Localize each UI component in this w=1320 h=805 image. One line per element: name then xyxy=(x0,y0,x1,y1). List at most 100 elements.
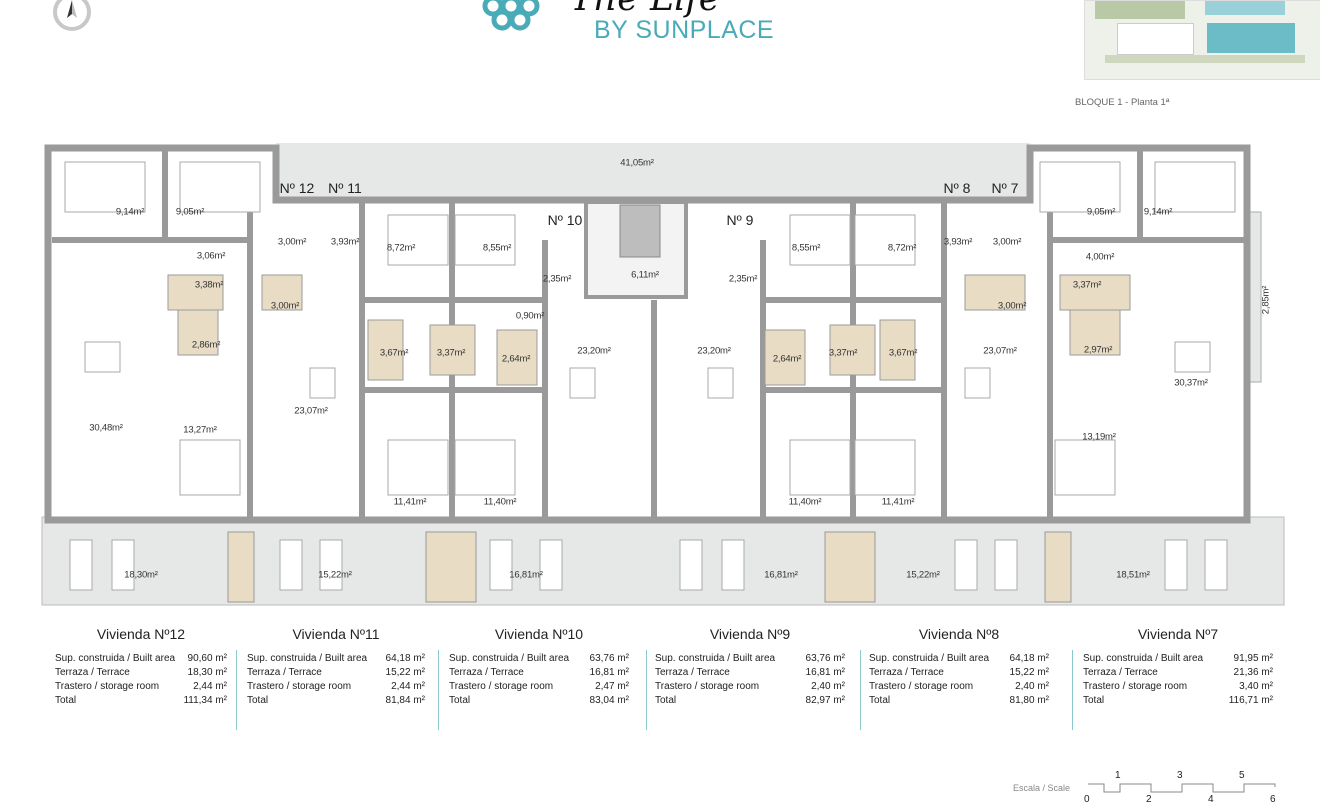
room-area-label: 3,93m² xyxy=(330,236,360,248)
room-area-label: 18,51m² xyxy=(1116,569,1150,581)
bathrooms xyxy=(167,274,1131,386)
unit-title: Vivienda Nº8 xyxy=(918,626,1000,642)
summary-row: Sup. construida / Built area 64,18 m² xyxy=(869,652,1049,666)
row-value: 91,95 m² xyxy=(1233,653,1273,664)
room-area-label: 8,55m² xyxy=(482,242,512,254)
row-label: Sup. construida / Built area xyxy=(655,653,776,664)
unit-title: Vivienda Nº12 xyxy=(96,626,186,642)
room-area-label: 11,41m² xyxy=(393,496,427,508)
row-value: 83,04 m² xyxy=(589,695,629,706)
row-value: 116,71 m² xyxy=(1228,695,1273,706)
row-value: 64,18 m² xyxy=(1009,653,1049,664)
room-area-label: 3,37m² xyxy=(436,347,466,359)
room-area-label: 2,85m² xyxy=(1260,285,1272,315)
summary-row: Trastero / storage room 2,47 m² xyxy=(449,680,629,694)
room-area-label: 23,20m² xyxy=(697,345,731,357)
summary-row: Sup. construida / Built area 63,76 m² xyxy=(655,652,845,666)
unit-number: Nº 7 xyxy=(991,180,1019,196)
row-label: Trastero / storage room xyxy=(869,681,974,692)
unit-title: Vivienda Nº11 xyxy=(292,626,380,642)
room-area-label: 0,90m² xyxy=(515,310,545,322)
row-value: 2,44 m² xyxy=(193,681,227,692)
divider xyxy=(860,650,861,730)
site-plan-caption: BLOQUE 1 - Planta 1ª xyxy=(1075,97,1170,108)
row-value: 111,34 m² xyxy=(183,695,227,706)
summary-row: Total 116,71 m² xyxy=(1083,694,1273,708)
room-area-label: 2,35m² xyxy=(542,273,572,285)
row-value: 81,80 m² xyxy=(1009,695,1049,706)
row-value: 64,18 m² xyxy=(385,653,425,664)
roof-terrace xyxy=(276,143,1030,201)
room-area-label: 18,30m² xyxy=(124,569,158,581)
divider xyxy=(646,650,647,730)
row-value: 63,76 m² xyxy=(805,653,845,664)
row-label: Trastero / storage room xyxy=(1083,681,1188,692)
row-label: Terraza / Terrace xyxy=(55,667,130,678)
row-value: 2,47 m² xyxy=(595,681,629,692)
row-value: 16,81 m² xyxy=(805,667,845,678)
row-label: Total xyxy=(449,695,471,706)
room-area-label: 16,81m² xyxy=(509,569,543,581)
summary-row: Total 81,80 m² xyxy=(869,694,1049,708)
room-area-label: 9,05m² xyxy=(175,206,205,218)
room-area-label: 3,38m² xyxy=(194,279,224,291)
room-area-label: 13,19m² xyxy=(1082,431,1116,443)
room-area-label: 9,14m² xyxy=(115,206,145,218)
summary-row: Terraza / Terrace 18,30 m² xyxy=(55,666,227,680)
row-label: Total xyxy=(55,695,77,706)
unit-number: Nº 11 xyxy=(328,180,362,196)
room-area-label: 3,93m² xyxy=(943,236,973,248)
room-area-label: 2,64m² xyxy=(772,353,802,365)
row-value: 3,40 m² xyxy=(1239,681,1273,692)
row-value: 18,30 m² xyxy=(187,667,227,678)
room-area-label: 16,81m² xyxy=(764,569,798,581)
row-label: Total xyxy=(869,695,891,706)
summary-row: Total 111,34 m² xyxy=(55,694,227,708)
row-label: Sup. construida / Built area xyxy=(449,653,570,664)
row-label: Total xyxy=(247,695,269,706)
room-area-label: 23,07m² xyxy=(294,405,328,417)
row-label: Trastero / storage room xyxy=(655,681,760,692)
logo-script: The Life xyxy=(570,0,720,19)
row-label: Terraza / Terrace xyxy=(869,667,944,678)
row-value: 15,22 m² xyxy=(385,667,425,678)
furniture xyxy=(64,161,1236,591)
room-area-label: 3,37m² xyxy=(1072,279,1102,291)
room-area-label: 13,27m² xyxy=(183,424,217,436)
room-area-label: 3,00m² xyxy=(997,300,1027,312)
room-area-label: 15,22m² xyxy=(318,569,352,581)
row-label: Trastero / storage room xyxy=(449,681,554,692)
room-area-label: 23,07m² xyxy=(983,345,1017,357)
room-area-label: 3,00m² xyxy=(277,236,307,248)
room-area-label: 4,00m² xyxy=(1085,251,1115,263)
room-area-label: 41,05m² xyxy=(620,157,654,169)
room-area-label: 9,14m² xyxy=(1143,206,1173,218)
divider xyxy=(236,650,237,730)
row-value: 82,97 m² xyxy=(805,695,845,706)
row-label: Trastero / storage room xyxy=(247,681,352,692)
room-area-label: 8,55m² xyxy=(791,242,821,254)
room-area-label: 11,40m² xyxy=(788,496,822,508)
unit-title: Vivienda Nº9 xyxy=(709,626,791,642)
row-label: Sup. construida / Built area xyxy=(869,653,990,664)
unit-title: Vivienda Nº7 xyxy=(1137,626,1219,642)
row-value: 2,44 m² xyxy=(391,681,425,692)
row-label: Total xyxy=(1083,695,1105,706)
room-area-label: 30,37m² xyxy=(1174,377,1208,389)
building-outline xyxy=(44,144,1251,524)
summary-row: Trastero / storage room 3,40 m² xyxy=(1083,680,1273,694)
storage-rooms xyxy=(227,531,1072,603)
room-area-label: 11,41m² xyxy=(881,496,915,508)
